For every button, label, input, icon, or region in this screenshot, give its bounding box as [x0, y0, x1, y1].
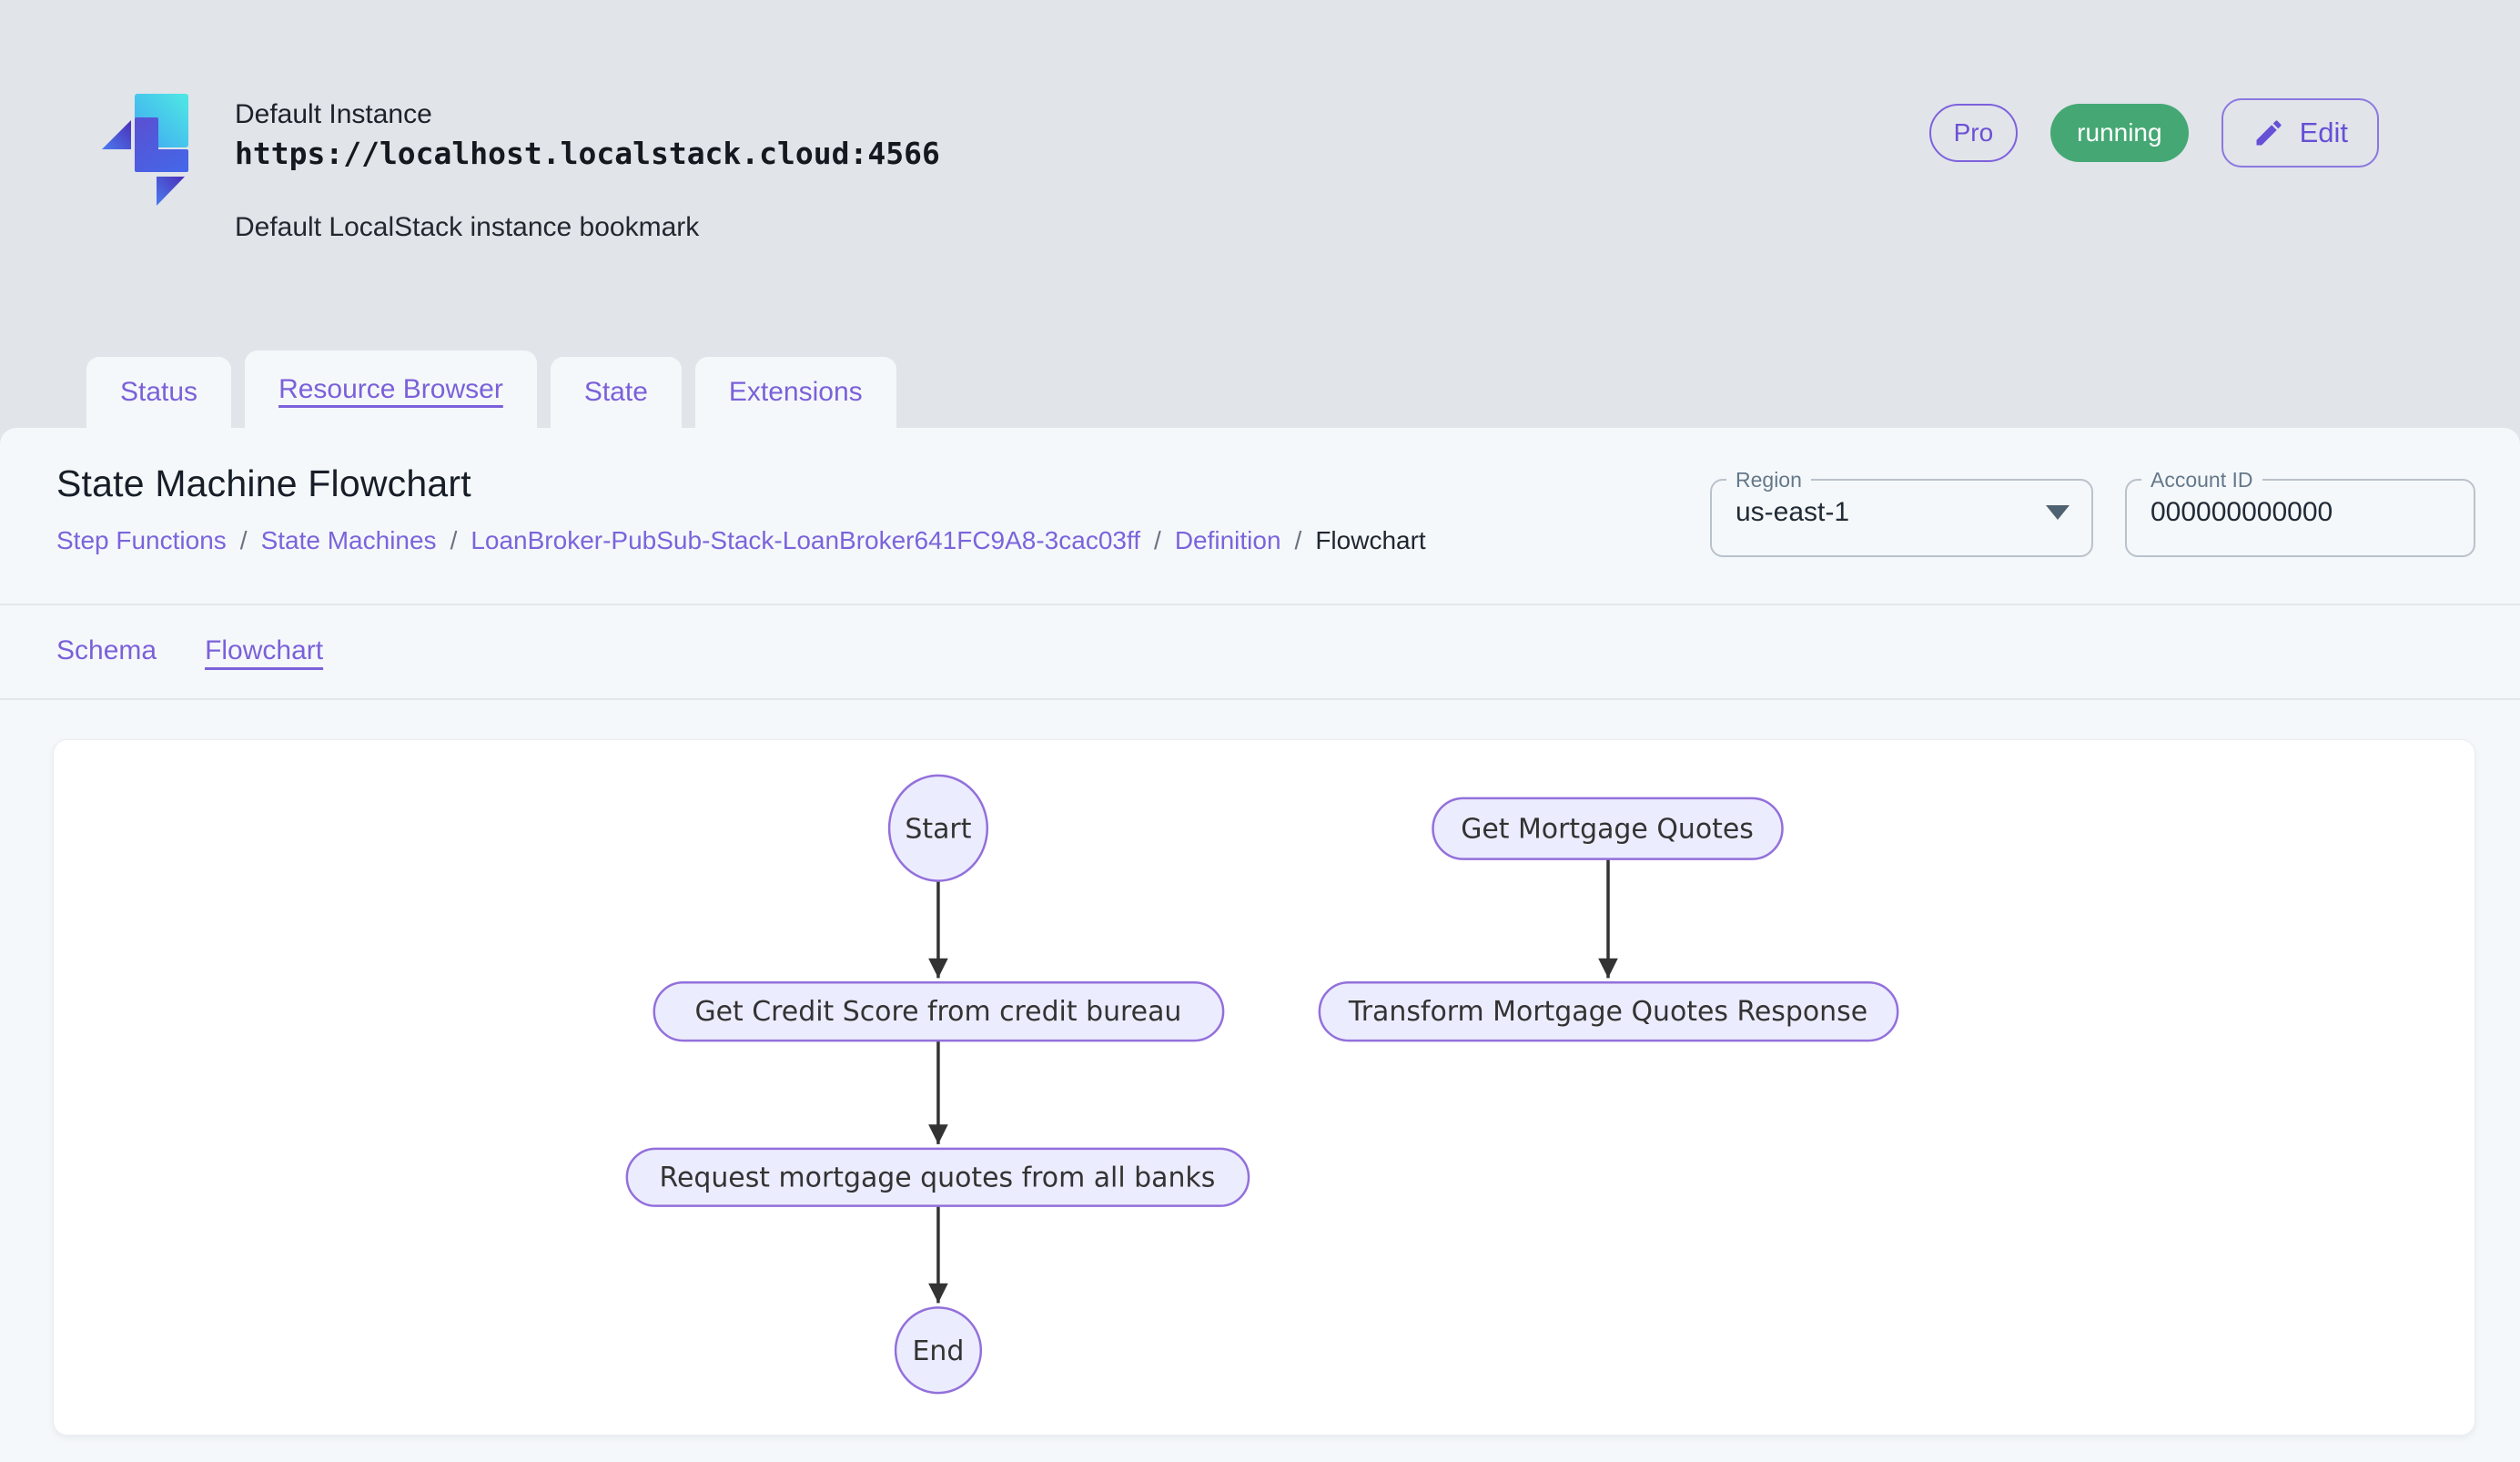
tab-state[interactable]: State	[550, 357, 682, 428]
pro-badge-label: Pro	[1953, 118, 1994, 147]
breadcrumb-separator: /	[1294, 526, 1302, 554]
status-badge-label: running	[2077, 118, 2162, 147]
pro-badge: Pro	[1928, 104, 2019, 162]
edit-button-label: Edit	[2299, 117, 2348, 148]
instance-name: Default Instance	[235, 99, 432, 129]
tab-status[interactable]: Status	[86, 357, 232, 428]
node-end: End	[894, 1306, 983, 1395]
instance-url: https://localhost.localstack.cloud:4566	[235, 136, 940, 171]
flowchart-card: Start Get Mortgage Quotes Get Credit Sco…	[53, 739, 2475, 1436]
node-request-quotes: Request mortgage quotes from all banks	[625, 1147, 1250, 1207]
region-select-label: Region	[1736, 468, 1802, 492]
account-id-field[interactable]: Account ID	[2125, 468, 2475, 557]
svg-text:Get Credit Score from credit b: Get Credit Score from credit bureau	[694, 996, 1181, 1028]
breadcrumb-separator: /	[450, 526, 458, 554]
tab-resource-browser[interactable]: Resource Browser	[245, 350, 537, 428]
svg-text:Get Mortgage Quotes: Get Mortgage Quotes	[1461, 814, 1754, 846]
page-title: State Machine Flowchart	[56, 462, 471, 504]
pencil-icon	[2256, 120, 2282, 146]
flowchart-edges	[928, 858, 1618, 1304]
breadcrumb-link-definition[interactable]: Definition	[1174, 526, 1281, 554]
region-select-value: us-east-1	[1736, 497, 1850, 527]
breadcrumb: Step Functions / State Machines / LoanBr…	[56, 526, 1426, 555]
divider	[0, 698, 2520, 700]
tab-bar: Status Resource Browser State Extensions	[86, 350, 896, 428]
account-id-input[interactable]	[2151, 497, 2452, 528]
instance-info: Default Instance https://localhost.local…	[235, 96, 940, 246]
breadcrumb-link-step-functions[interactable]: Step Functions	[56, 526, 227, 554]
breadcrumb-link-state-machine-name[interactable]: LoanBroker-PubSub-Stack-LoanBroker641FC9…	[471, 526, 1141, 554]
svg-text:Transform Mortgage Quotes Resp: Transform Mortgage Quotes Response	[1348, 996, 1867, 1028]
status-badge: running	[2050, 104, 2189, 162]
node-get-mortgage-quotes: Get Mortgage Quotes	[1432, 797, 1784, 860]
breadcrumb-separator: /	[1154, 526, 1161, 554]
flowchart-canvas: Start Get Mortgage Quotes Get Credit Sco…	[625, 774, 1899, 1395]
edit-button[interactable]: Edit	[2221, 98, 2379, 168]
localstack-logo-icon	[102, 94, 188, 206]
content-panel: State Machine Flowchart Step Functions /…	[0, 428, 2520, 1462]
chevron-down-icon	[2046, 505, 2070, 520]
breadcrumb-current: Flowchart	[1315, 526, 1426, 554]
header-actions: Pro running Edit	[1928, 98, 2379, 168]
svg-text:End: End	[913, 1335, 965, 1367]
region-select[interactable]: Region us-east-1	[1710, 468, 2093, 557]
divider	[0, 604, 2520, 605]
subtab-flowchart[interactable]: Flowchart	[205, 635, 324, 665]
header: Default Instance https://localhost.local…	[0, 0, 2520, 428]
breadcrumb-separator: /	[239, 526, 248, 554]
node-transform-response: Transform Mortgage Quotes Response	[1318, 981, 1899, 1042]
svg-text:Start: Start	[905, 814, 971, 846]
tab-extensions[interactable]: Extensions	[694, 357, 896, 428]
svg-text:Request mortgage quotes from a: Request mortgage quotes from all banks	[660, 1162, 1216, 1194]
node-get-credit-score: Get Credit Score from credit bureau	[653, 981, 1225, 1042]
subtab-schema[interactable]: Schema	[56, 635, 157, 665]
breadcrumb-link-state-machines[interactable]: State Machines	[260, 526, 437, 554]
account-id-label: Account ID	[2151, 468, 2253, 492]
subtab-bar: Schema Flowchart	[56, 630, 323, 672]
node-start: Start	[887, 774, 989, 882]
instance-description: Default LocalStack instance bookmark	[235, 212, 700, 242]
